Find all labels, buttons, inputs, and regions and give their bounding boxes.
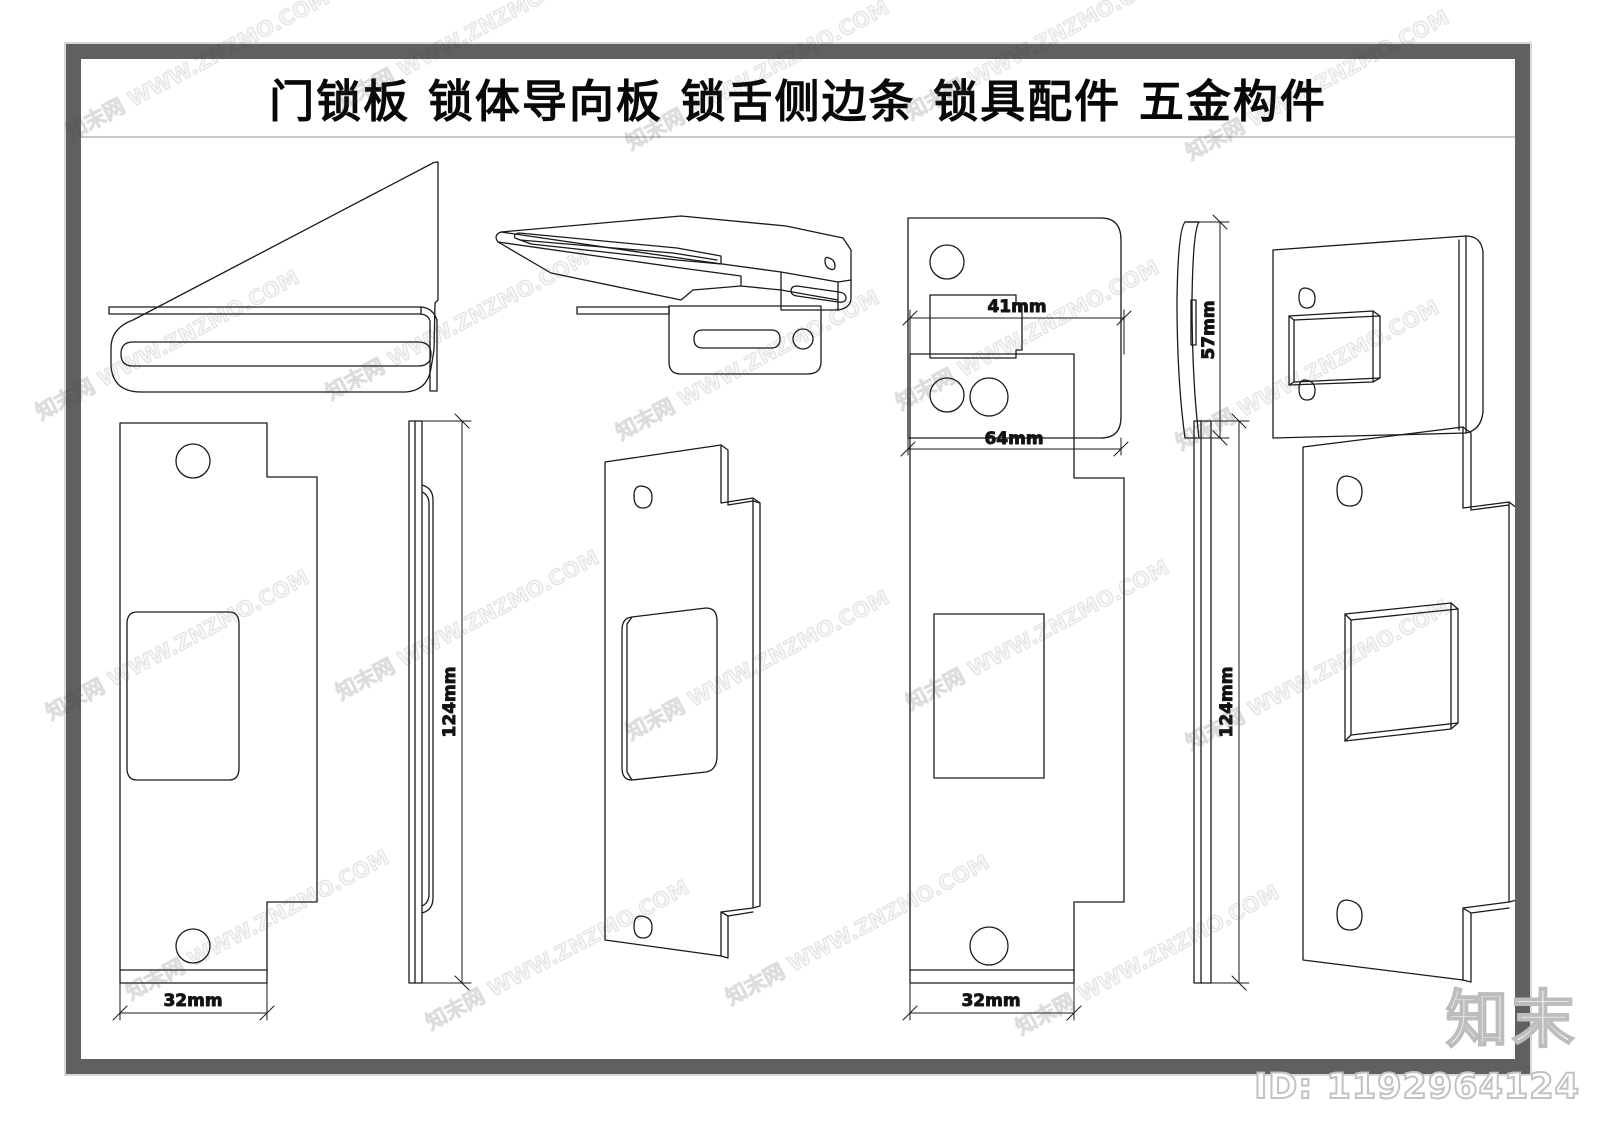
part-long-strike-plate-front	[119, 422, 318, 984]
part-long-strike-plate-isometric	[604, 444, 761, 959]
dimension-32mm-right-label: 32mm	[961, 991, 1020, 1011]
part-square-strike-plate-front	[907, 217, 1122, 439]
part-guide-plate-isometric	[495, 215, 852, 311]
part-notched-strike-plate-isometric	[1302, 426, 1515, 983]
part-square-strike-plate-edge	[1176, 221, 1200, 439]
dimension-124mm-right: 124mm	[1210, 413, 1250, 991]
dimension-32mm-left: 32mm	[112, 982, 275, 1021]
part-square-strike-plate-isometric	[1272, 235, 1484, 439]
dimension-32mm-right: 32mm	[902, 982, 1082, 1021]
dimension-124mm-right-label: 124mm	[1217, 667, 1237, 738]
dimension-124mm-left: 124mm	[421, 413, 472, 991]
parts-vector-layer: 64mm 57mm	[108, 161, 1515, 1021]
dimension-32mm-left-label: 32mm	[163, 991, 222, 1011]
drawing-canvas: 64mm 57mm	[81, 140, 1515, 1059]
dimension-64mm-label: 64mm	[984, 429, 1043, 449]
part-wedge-guide-plate-profile	[110, 161, 439, 393]
title-bar: 门锁板 锁体导向板 锁舌侧边条 锁具配件 五金构件	[81, 59, 1515, 138]
part-short-slot-plate-profile	[576, 305, 822, 375]
page-title: 门锁板 锁体导向板 锁舌侧边条 锁具配件 五金构件	[269, 75, 1327, 128]
part-notched-strike-plate-edge	[1193, 420, 1212, 984]
dimension-57mm-label: 57mm	[1199, 300, 1219, 359]
dimension-41mm: 41mm	[902, 297, 1132, 355]
dimension-57mm: 57mm	[1198, 214, 1230, 446]
dimension-64mm: 64mm	[900, 429, 1129, 457]
part-notched-strike-plate-front	[909, 353, 1125, 984]
dimension-124mm-left-label: 124mm	[440, 667, 460, 738]
part-angle-strip-profile	[108, 306, 438, 392]
part-long-strike-plate-edge	[408, 420, 434, 984]
dimension-41mm-label: 41mm	[987, 297, 1046, 317]
